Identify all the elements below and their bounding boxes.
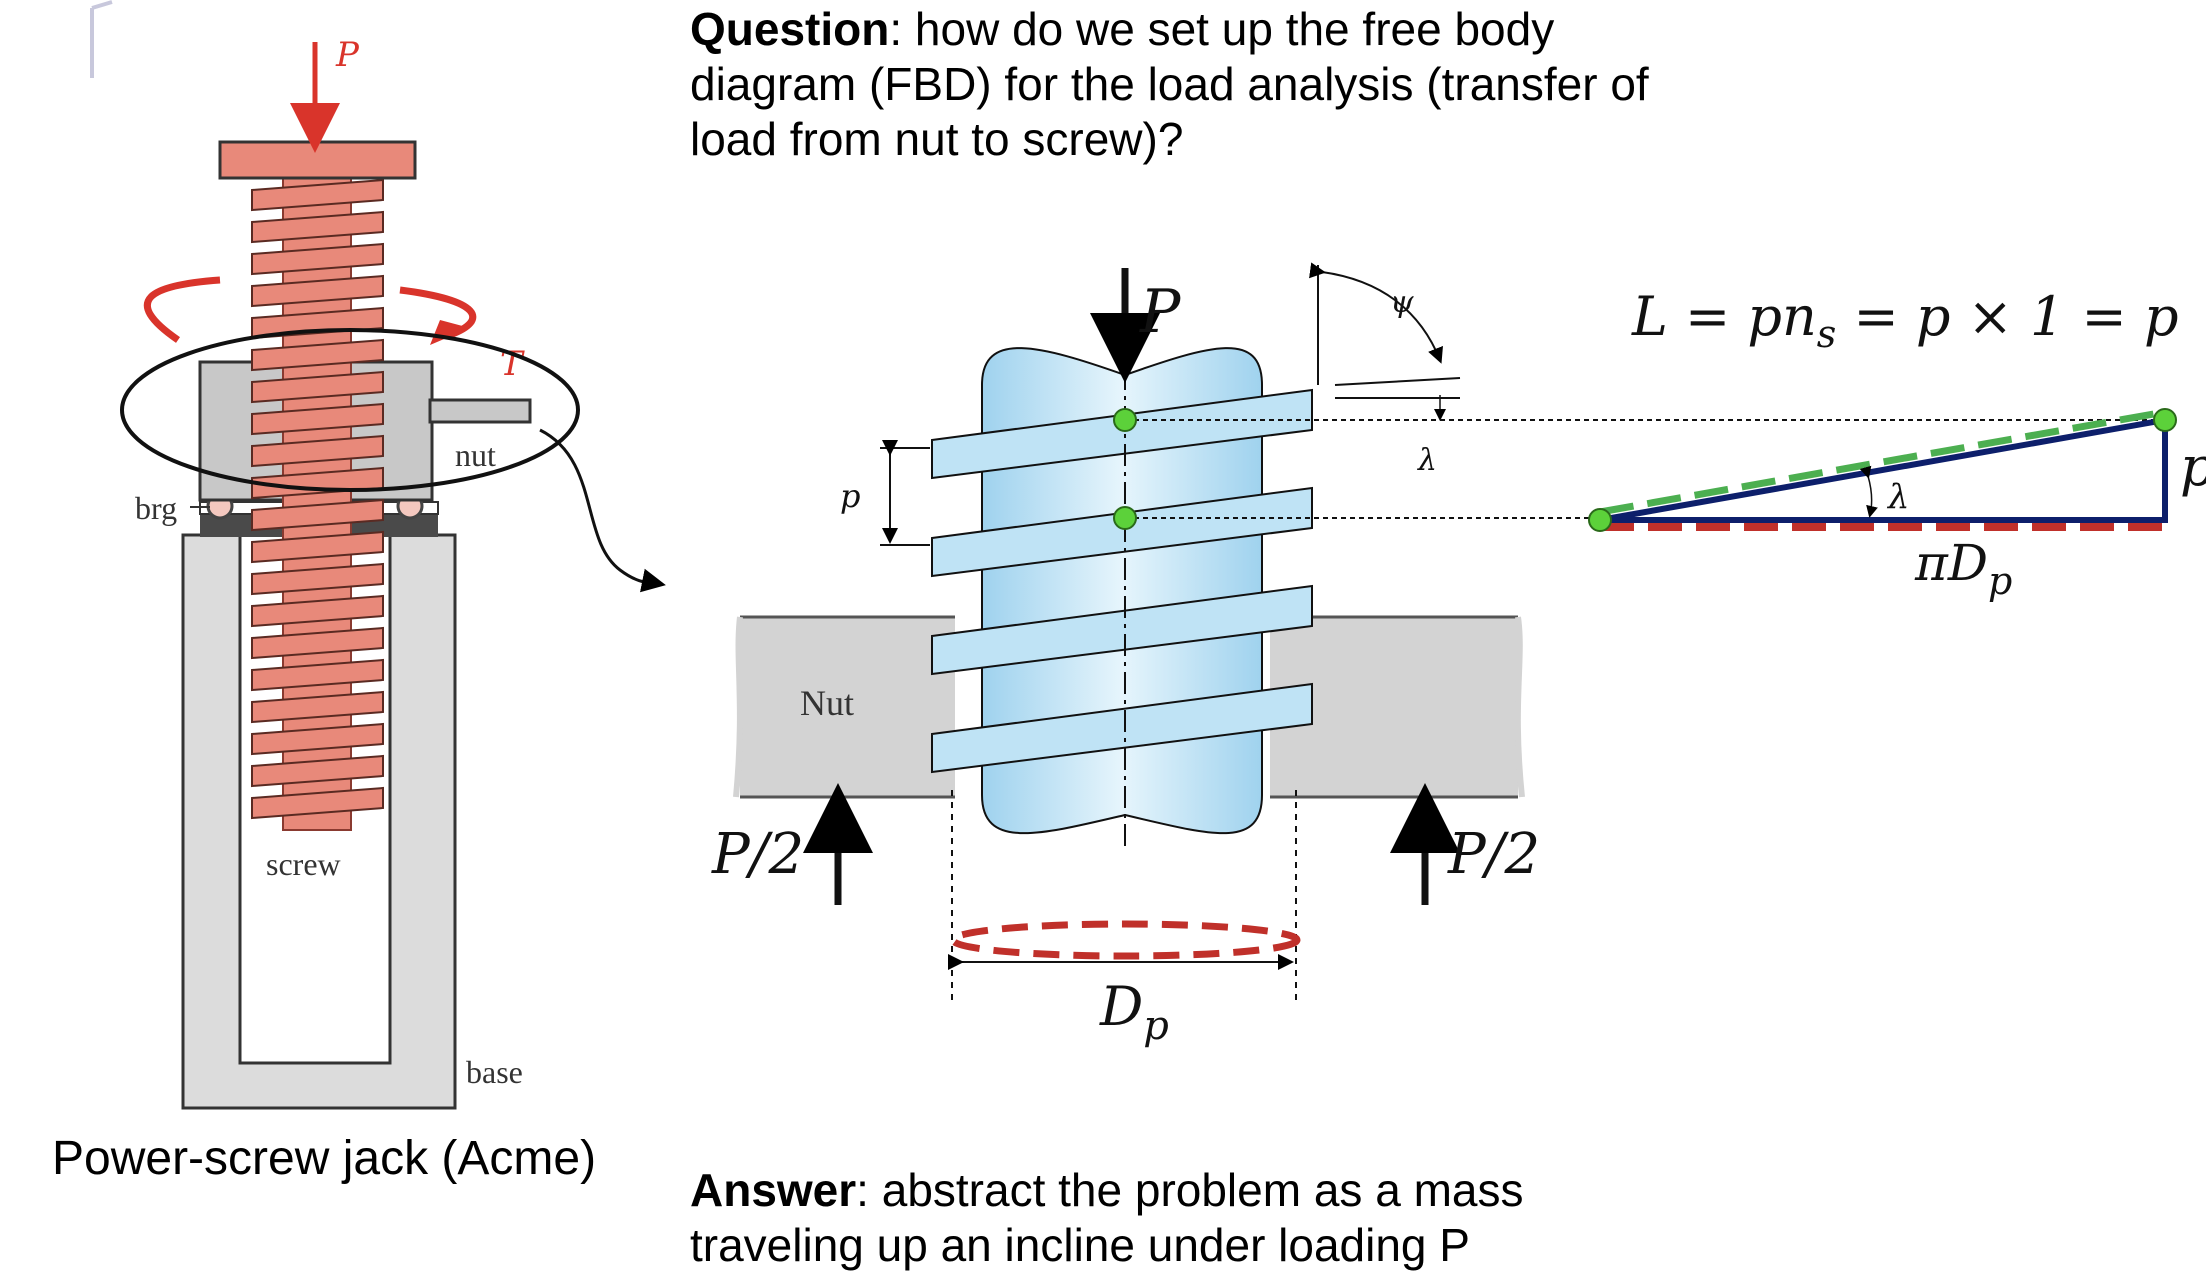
incline-angle-arc: [1859, 465, 1878, 518]
incline-side-label: p: [2180, 435, 2206, 498]
screw-tooth: [251, 338, 384, 372]
thread-band: [931, 584, 1313, 676]
nut-label: Nut: [800, 683, 854, 723]
thread-bands: [931, 388, 1313, 774]
screw-tooth: [251, 722, 384, 756]
thread-band: [931, 486, 1313, 578]
jack-diagram: P T nut brg screw base: [120, 35, 666, 1110]
incline-angle-label: λ: [1886, 477, 1910, 517]
psi-label: ψ: [1390, 285, 1414, 320]
answer-body: : abstract the problem as a mass traveli…: [690, 1164, 1524, 1272]
reaction-label-right: P/2: [1447, 822, 1540, 887]
screw-tooth: [251, 498, 384, 532]
screw-teeth: [251, 178, 384, 820]
nut-band-left: [740, 617, 955, 797]
screw-tooth: [251, 754, 384, 788]
pointer-arrow: [539, 428, 666, 593]
screw-tooth: [251, 178, 384, 212]
screw-tooth: [251, 594, 384, 628]
incline-point-start: [1588, 508, 1612, 532]
answer-lead: Answer: [690, 1164, 857, 1216]
nut-highlight-ellipse: [120, 328, 580, 492]
screw-tooth: [251, 626, 384, 660]
screw-tooth: [251, 562, 384, 596]
incline-point-end: [2153, 408, 2177, 432]
pitch-label: p: [840, 477, 860, 515]
question-body: : how do we set up the free body diagram…: [690, 3, 1649, 166]
pitch-diameter-label: Dp: [1099, 975, 1169, 1049]
question-lead: Question: [690, 3, 890, 55]
jack-screw-label: screw: [266, 846, 341, 882]
thread-point-top: [1113, 408, 1137, 432]
screw-tooth: [251, 370, 384, 404]
jack-load-label: P: [335, 35, 360, 75]
screw-tooth: [251, 210, 384, 244]
answer-text: Answer: abstract the problem as a mass t…: [690, 1163, 1670, 1273]
screw-tooth: [251, 402, 384, 436]
pitch-diameter-ellipse: [949, 920, 1301, 960]
thread-band: [931, 682, 1313, 774]
incline-triangle: [1599, 416, 2168, 523]
jack-bearing-label: brg: [135, 490, 177, 526]
incline-diagram: L = pns = p × 1 = p λ p πDp: [1588, 285, 2206, 603]
jack-base-label: base: [466, 1054, 523, 1090]
screw-tooth: [251, 690, 384, 724]
screw-tooth: [251, 434, 384, 468]
screw-tooth: [251, 242, 384, 276]
psi-arc: [1309, 262, 1443, 364]
jack-handle: [428, 398, 532, 424]
thread-point-bottom: [1113, 506, 1137, 530]
jack-nut-label: nut: [455, 437, 496, 473]
reaction-label-left: P/2: [711, 822, 804, 887]
screw-tooth: [251, 658, 384, 692]
thread-fbd-diagram: Nut P ψ λ p P/2 P: [711, 262, 2160, 1049]
corner-mark: [90, 0, 113, 78]
jack-caption: Power-screw jack (Acme): [52, 1132, 597, 1185]
thread-band: [931, 388, 1313, 480]
lambda-label-small: λ: [1417, 443, 1437, 478]
screw-tooth: [251, 786, 384, 820]
screw-tooth: [251, 274, 384, 308]
lead-equation: L = pns = p × 1 = p: [1631, 285, 2179, 356]
question-text: Question: how do we set up the free body…: [690, 2, 1670, 168]
fbd-load-label: P: [1139, 277, 1182, 347]
jack-load-pad: [218, 140, 417, 180]
incline-base-label: πDp: [1914, 534, 2012, 603]
screw-tooth: [251, 530, 384, 564]
incline-green-dash: [1599, 408, 2166, 516]
